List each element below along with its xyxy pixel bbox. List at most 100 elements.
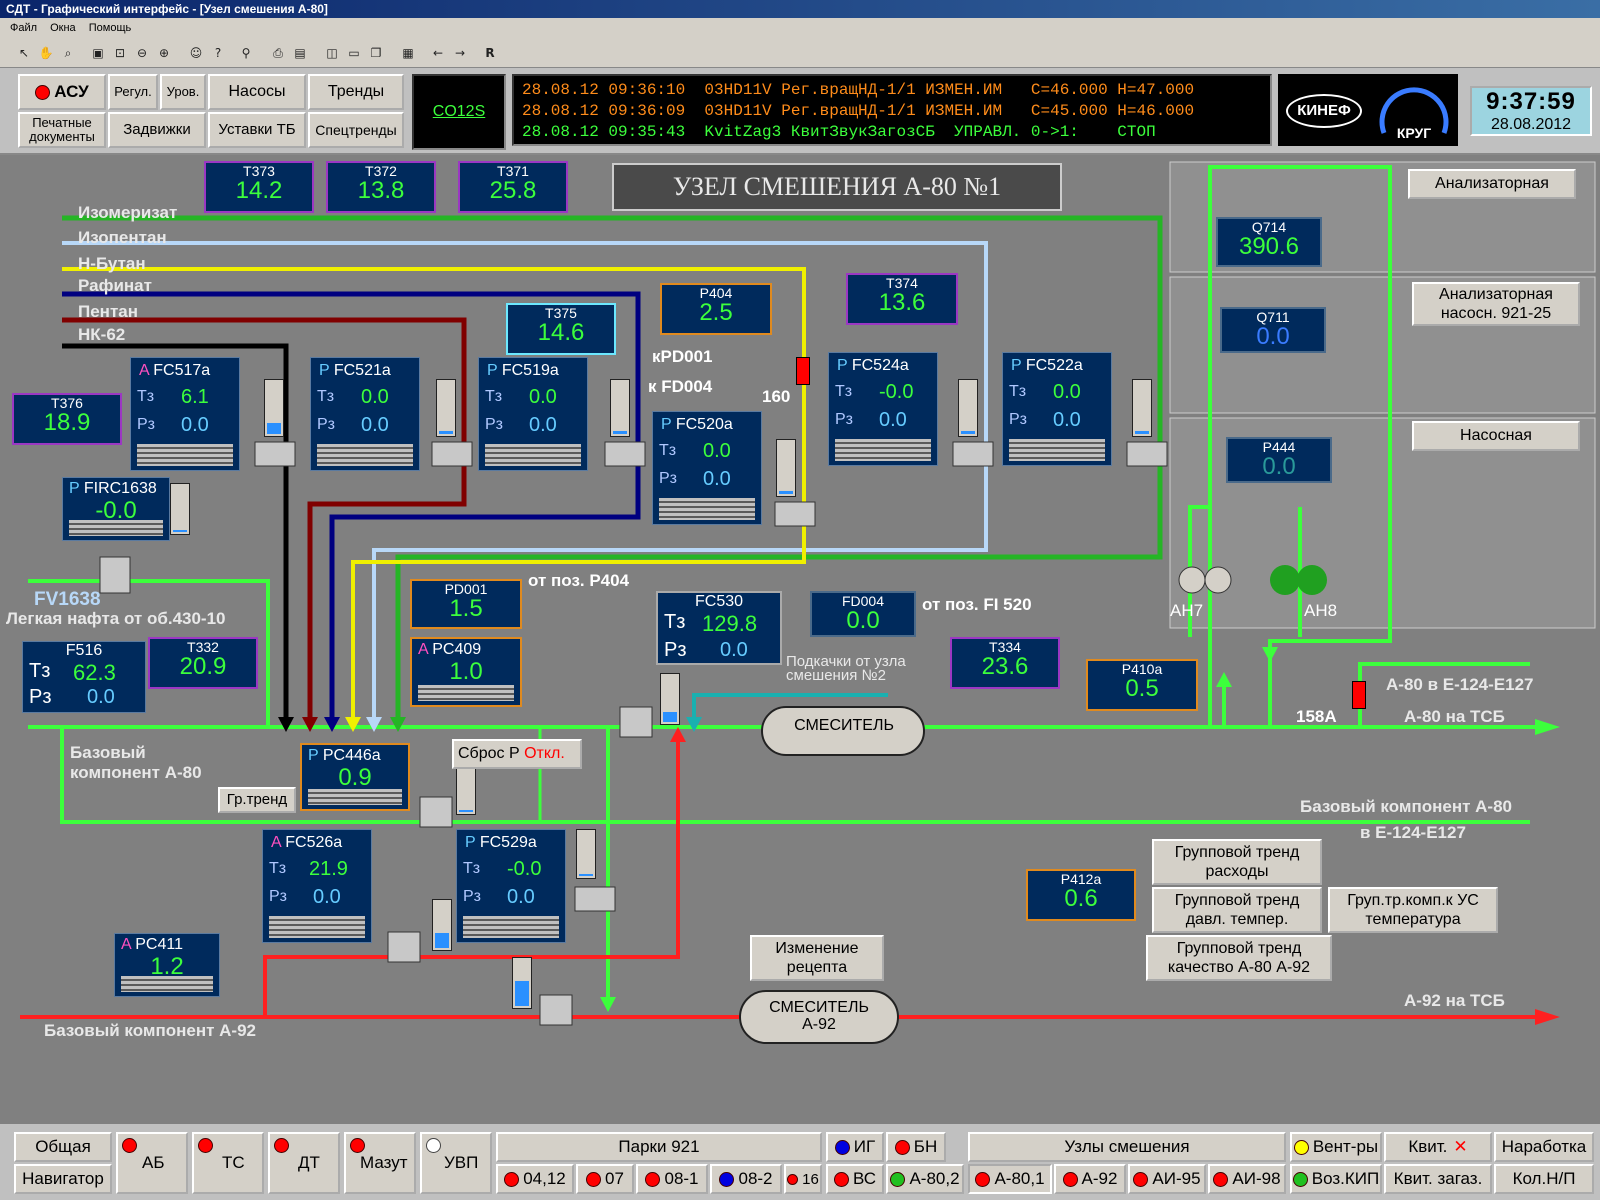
- kvit-button[interactable]: Квит.✕: [1384, 1132, 1492, 1162]
- voz-kip-button[interactable]: Воз.КИП: [1290, 1164, 1382, 1194]
- special-trends-button[interactable]: Спецтренды: [308, 112, 404, 148]
- general-button[interactable]: Общая: [14, 1132, 112, 1162]
- kvit-gas-button[interactable]: Квит. загаз.: [1384, 1164, 1492, 1194]
- menu-windows[interactable]: Окна: [50, 22, 76, 34]
- pointer-icon[interactable]: ↖: [18, 46, 30, 60]
- users-icon[interactable]: ☺: [189, 46, 203, 60]
- fans-button[interactable]: Вент-ры: [1290, 1132, 1382, 1162]
- mixer-a92[interactable]: СМЕСИТЕЛЬ А-92: [769, 999, 869, 1033]
- menu-help[interactable]: Помощь: [88, 22, 132, 34]
- controller-pc411[interactable]: A PC411 1.2: [114, 933, 220, 997]
- cascade-icon[interactable]: ❐: [370, 46, 382, 60]
- co12s-indicator[interactable]: CO12S: [412, 74, 506, 150]
- message-log[interactable]: 28.08.12 09:36:10 03HD11V Рег.вращНД-1/1…: [512, 74, 1272, 146]
- park-16[interactable]: 16: [784, 1164, 822, 1194]
- pump-room-button[interactable]: Насосная: [1412, 421, 1580, 451]
- hand-icon[interactable]: ✋: [38, 46, 54, 60]
- valves-button[interactable]: Задвижки: [108, 112, 206, 148]
- mazut-button[interactable]: Мазут: [344, 1132, 416, 1194]
- park-04-12[interactable]: 04,12: [496, 1164, 574, 1194]
- kol-np-button[interactable]: Кол.Н/П: [1494, 1164, 1594, 1194]
- reset-p-button[interactable]: Сброс Р Откл.: [452, 739, 582, 769]
- uvp-button[interactable]: УВП: [420, 1132, 492, 1194]
- ts-button[interactable]: ТС: [192, 1132, 264, 1194]
- group-trend-button[interactable]: Гр.тренд: [218, 787, 296, 813]
- mixer-a80[interactable]: СМЕСИТЕЛЬ: [794, 717, 894, 734]
- tile-h-icon[interactable]: ▭: [348, 46, 360, 60]
- node-a92[interactable]: А-92: [1054, 1164, 1126, 1194]
- settings-tb-button[interactable]: Уставки ТБ: [208, 112, 306, 148]
- back-arrow-icon[interactable]: ←: [432, 46, 444, 60]
- trend-comp-button[interactable]: Груп.тр.комп.к УС температура: [1328, 887, 1498, 933]
- ig-button[interactable]: ИГ: [826, 1132, 884, 1162]
- print-docs-button[interactable]: Печатные документы: [18, 112, 106, 148]
- tile-icon[interactable]: ◫: [326, 46, 338, 60]
- park-08-1[interactable]: 08-1: [636, 1164, 708, 1194]
- bn-button[interactable]: БН: [886, 1132, 946, 1162]
- trend-flow-button[interactable]: Групповой тренд расходы: [1152, 839, 1322, 885]
- trend-pressure-button[interactable]: Групповой тренд давл. темпер.: [1152, 887, 1322, 933]
- magnifier-icon[interactable]: ⌕: [64, 46, 72, 60]
- zoom-out-icon[interactable]: ⊖: [136, 46, 148, 60]
- dt-button[interactable]: ДТ: [268, 1132, 340, 1194]
- analyzer-pump-room-button[interactable]: Анализаторная насосн. 921-25: [1412, 282, 1580, 326]
- node-ai95[interactable]: АИ-95: [1128, 1164, 1206, 1194]
- zoom-in-icon[interactable]: ⊕: [158, 46, 170, 60]
- window-icon[interactable]: ▦: [402, 46, 414, 60]
- recipe-change-button[interactable]: Изменение рецепта: [750, 935, 884, 981]
- zoom-fit-icon[interactable]: ⊡: [114, 46, 126, 60]
- vs-button[interactable]: ВС: [826, 1164, 884, 1194]
- trend-quality-button[interactable]: Групповой тренд качество А-80 А-92: [1146, 935, 1332, 981]
- navigator-button[interactable]: Навигатор: [14, 1164, 112, 1194]
- park-07[interactable]: 07: [576, 1164, 634, 1194]
- forward-arrow-icon[interactable]: →: [454, 46, 466, 60]
- menu-file[interactable]: Файл: [10, 22, 38, 34]
- trends-button[interactable]: Тренды: [308, 74, 404, 110]
- binoculars-icon[interactable]: ⚲: [241, 46, 251, 60]
- valve-160-indicator[interactable]: [796, 357, 810, 385]
- parks-921-button[interactable]: Парки 921: [496, 1132, 822, 1162]
- ab-button[interactable]: АБ: [116, 1132, 188, 1194]
- controller-firc1638[interactable]: P FIRC1638 -0.0: [62, 477, 170, 541]
- help-icon[interactable]: ?: [214, 46, 222, 60]
- controller-pc446a[interactable]: P PC446a 0.9: [300, 743, 410, 811]
- node-a80-1[interactable]: А-80,1: [968, 1164, 1052, 1194]
- mixing-nodes-button[interactable]: Узлы смешения: [968, 1132, 1286, 1162]
- park-08-2[interactable]: 08-2: [710, 1164, 782, 1194]
- refresh-r-icon[interactable]: R: [485, 46, 495, 60]
- node-ai98[interactable]: АИ-98: [1208, 1164, 1286, 1194]
- a80-2-button[interactable]: А-80,2: [886, 1164, 964, 1194]
- runtime-button[interactable]: Наработка: [1494, 1132, 1594, 1162]
- asu-button[interactable]: АСУ: [18, 74, 106, 110]
- regul-button[interactable]: Регул.: [108, 74, 158, 110]
- pumps-button[interactable]: Насосы: [208, 74, 306, 110]
- print-icon[interactable]: ⎙: [273, 46, 283, 60]
- valve-158a-indicator[interactable]: [1352, 681, 1366, 709]
- zoom-1-1-icon[interactable]: ▣: [92, 46, 104, 60]
